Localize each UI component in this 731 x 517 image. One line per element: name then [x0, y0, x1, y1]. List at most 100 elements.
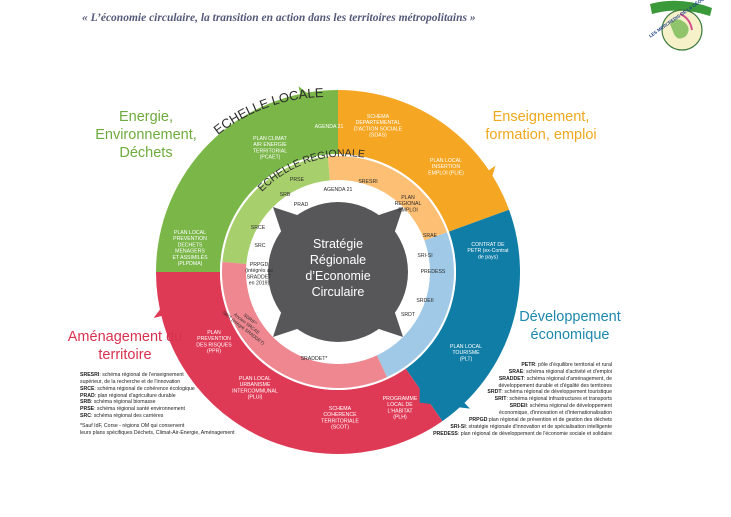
glossary-text: : stratégie régionale d'innovation et de…: [465, 423, 612, 430]
glossary-abbr: PRSE: [80, 406, 95, 413]
label-pluii: INTERCOMMUNAL: [232, 388, 278, 394]
label-ppr: PLAN: [207, 330, 221, 336]
label-srb: SRB: [280, 192, 291, 198]
glossary-text: : plan régional d'agriculture durable: [94, 392, 176, 399]
label-src: SRC: [255, 243, 266, 249]
label-plpdma: MENAGERS: [175, 249, 205, 255]
glossary-left-line: PRAD: plan régional d'agriculture durabl…: [80, 393, 240, 400]
glossary-right-line: SRAE: schéma régional d'activité et d'em…: [412, 369, 612, 376]
label-petr: PETR (ex-Contrat: [467, 248, 509, 254]
label-scot: SCHEMA: [329, 406, 352, 412]
glossary-text: : plan régional de développement de l'éc…: [457, 430, 612, 437]
label-prse: PRSE: [290, 177, 305, 183]
label-plpdma: PLAN LOCAL: [174, 230, 206, 236]
glossary-text: :plan régional de prévention et de gesti…: [487, 416, 612, 423]
label-plh: L'HABITAT: [387, 408, 413, 414]
label-pcaet: PLAN CLIMAT: [253, 136, 287, 142]
glossary-right-line: SRI-SI: stratégie régionale d'innovation…: [412, 424, 612, 431]
glossary-left-line: SRESRI: schéma régional de l'enseignemen…: [80, 372, 240, 379]
glossary-abbr: SRI-SI: [450, 423, 466, 430]
label-pcaet: (PCAET): [260, 155, 281, 161]
outer-arrow-blue: [419, 356, 470, 409]
logo-continent: [670, 19, 689, 39]
glossary-text: : schéma régional de cohérence écologiqu…: [94, 385, 195, 392]
label-prpgd: PRPGD: [250, 262, 269, 268]
glossary-text: : schéma régional santé environnement: [94, 406, 185, 413]
glossary-text: développement durable et d'égalité des t…: [498, 382, 612, 389]
label-plie: PLAN LOCAL: [430, 158, 462, 164]
glossary-right-line: développement durable et d'égalité des t…: [412, 383, 612, 390]
glossary-abbr: SRIT: [494, 396, 507, 403]
glossary-abbr: PREDESS: [433, 430, 458, 437]
glossary-abbr: SRDT: [487, 389, 502, 396]
label-predess: PREDESS: [421, 269, 446, 275]
label-plh: LOCAL DE: [387, 402, 413, 408]
outer-segment-red: [156, 272, 443, 455]
outer-segment-blue: [405, 209, 520, 422]
label-plpdma: PREVENTION: [173, 236, 207, 242]
label-srdt: SRDT: [401, 312, 416, 318]
label-pluii: PLAN LOCAL: [239, 376, 271, 382]
center-arrows: [272, 206, 404, 338]
middle-segment-orange: [327, 156, 448, 241]
label-ppr: DES RISQUES: [196, 342, 232, 348]
glossary-right-line: SRDEII: schéma régional de développement: [412, 403, 612, 410]
label-ppr: PREVENTION: [197, 336, 231, 342]
label-pre: PLAN: [401, 195, 415, 201]
glossary-right-line: SRIT: schéma régional infrastructures et…: [412, 396, 612, 403]
label-pre: REGIONAL: [395, 201, 422, 207]
outer-arrow-red: [153, 277, 224, 318]
middle-segment-red: [221, 261, 388, 388]
glossary-text: : schéma régional de développement touri…: [501, 389, 612, 396]
label-prad: PRAD: [294, 202, 309, 208]
label-pre: EMPLOI: [398, 207, 418, 213]
label-sresri: SRESRI: [358, 179, 377, 185]
glossary-abbr: SRADDET: [498, 375, 524, 382]
glossary-text: : pôle d'équilibre territorial et rural: [535, 362, 612, 368]
theme-planning: Aménagement du territoire: [67, 329, 183, 364]
label-scot: COHERENCE: [323, 412, 357, 418]
center-disk: [268, 202, 408, 342]
glossary-text: : schéma régional d'aménagement, de: [523, 375, 612, 382]
glossary-left-line: supérieur, de la recherche et de l'innov…: [80, 379, 240, 386]
glossary-left-line: SRB: schéma régional biomasse: [80, 399, 240, 406]
glossary-left-line: SRCE: schéma régional de cohérence écolo…: [80, 386, 240, 393]
glossary-left-line: SRC: schéma régional des carrières: [80, 413, 240, 420]
glossary-right-line: PREDESS: plan régional de développement …: [412, 431, 612, 438]
label-plh: PROGRAMME: [383, 396, 418, 402]
theme-development: Développement économique: [519, 309, 621, 344]
footnote-line: *Sauf IdF, Corse - régions OM qui conser…: [80, 423, 185, 430]
center-arrow: [369, 206, 404, 241]
label-scot: TERRITORIALE: [321, 418, 359, 424]
center-line-3: d’Economie: [305, 269, 370, 283]
glossary-right-line: économique, d'innovation et d'internatio…: [412, 410, 612, 417]
label-plt: PLAN LOCAL: [450, 344, 482, 350]
label-petr: de pays): [478, 254, 498, 260]
outer-segment-green: [156, 90, 338, 272]
glossary-left-line: PRSE: schéma régional santé environnemen…: [80, 406, 240, 413]
label-srae: SRAE: [423, 233, 438, 239]
center-arrow: [272, 206, 307, 241]
label-scot: (SCOT): [331, 425, 349, 431]
label-agenda21-local: AGENDA 21: [315, 124, 344, 130]
glossary-text: : schéma régional biomasse: [90, 399, 156, 406]
center-arrow: [369, 303, 404, 338]
label-plt: (PLT): [460, 356, 473, 362]
label-petr: CONTRAT DE: [471, 242, 505, 248]
label-plpdma: DECHETS: [178, 242, 203, 248]
theme-teaching: Enseignement, formation, emploi: [485, 109, 597, 144]
glossary-text: économique, d'innovation et d'internatio…: [498, 410, 612, 417]
footnote-line: leurs plans spécifiques Déchets, Climat-…: [80, 429, 235, 436]
middle-segment-green: [222, 156, 330, 264]
label-plh: (PLH): [393, 415, 407, 421]
glossary-right-line: SRDT: schéma régional de développement t…: [412, 389, 612, 396]
logo-green-banner: [650, 0, 712, 16]
label-pcaet: TERRITORIAL: [253, 148, 287, 154]
center-line-4: Circulaire: [312, 285, 365, 299]
outer-arrow-green: [298, 86, 338, 157]
label-sraddet: SRADDET*: [301, 356, 328, 362]
glossary-text: : schéma régional infrastructures et tra…: [506, 396, 612, 403]
center-arrow: [272, 303, 307, 338]
mercredis-geographie-logo: LES MERCREDIS DE LA GÉOGRAPHIE: [647, 0, 719, 51]
label-plie: EMPLOI (PLIE): [428, 170, 464, 176]
